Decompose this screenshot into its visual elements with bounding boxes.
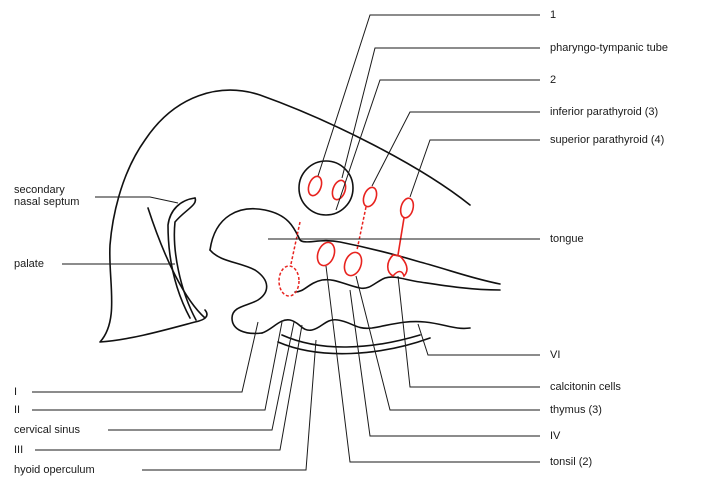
migration-line-2 — [357, 207, 366, 250]
leader-ii — [32, 322, 282, 410]
leader-inferior-parathyroid — [372, 112, 540, 186]
leader-tonsil — [326, 266, 540, 462]
label-palate: palate — [14, 258, 44, 270]
palate-shelf — [174, 198, 196, 320]
leader-vi — [418, 324, 540, 355]
tonsil-ellipse — [314, 240, 337, 268]
tonsil-dashed-ellipse — [279, 266, 299, 296]
label-1: 1 — [550, 9, 556, 21]
tongue-outline — [210, 209, 500, 284]
leader-secondary-nasal-septum — [95, 197, 178, 203]
label-thymus: thymus (3) — [550, 404, 602, 416]
label-i: I — [14, 386, 17, 398]
pouch-1 — [306, 175, 324, 198]
pharynx-floor — [295, 277, 500, 292]
leader-1 — [318, 15, 540, 176]
label-tongue: tongue — [550, 233, 584, 245]
label-2: 2 — [550, 74, 556, 86]
leader-pharyngo-tympanic — [342, 48, 540, 178]
leader-cervical-sinus — [108, 322, 294, 430]
superior-parathyroid-ellipse — [399, 197, 416, 219]
label-ii: II — [14, 404, 20, 416]
head-outline — [100, 90, 470, 342]
migration-line-3 — [398, 218, 404, 255]
label-iv: IV — [550, 430, 560, 442]
label-iii: III — [14, 444, 23, 456]
label-vi: VI — [550, 349, 560, 361]
operculum-lower — [282, 335, 420, 347]
label-secondary: secondary — [14, 184, 65, 196]
label-hyoid-operculum: hyoid operculum — [14, 464, 95, 476]
label-nasal-septum: nasal septum — [14, 196, 79, 208]
label-superior-parathyroid: superior parathyroid (4) — [550, 134, 664, 146]
label-calcitonin-cells: calcitonin cells — [550, 381, 621, 393]
label-cervical-sinus: cervical sinus — [14, 424, 80, 436]
operculum-lower-2 — [278, 338, 430, 354]
label-tonsil: tonsil (2) — [550, 456, 592, 468]
mouth-lower — [210, 250, 267, 333]
thymus-ellipse — [341, 250, 364, 278]
inferior-parathyroid-ellipse — [361, 186, 379, 209]
leader-calcitonin — [398, 276, 540, 387]
leader-superior-parathyroid — [410, 140, 540, 197]
leader-i — [32, 322, 258, 392]
migration-line-1 — [291, 222, 300, 264]
label-pharyngo-tympanic-tube: pharyngo-tympanic tube — [550, 42, 668, 54]
label-inferior-parathyroid: inferior parathyroid (3) — [550, 106, 658, 118]
